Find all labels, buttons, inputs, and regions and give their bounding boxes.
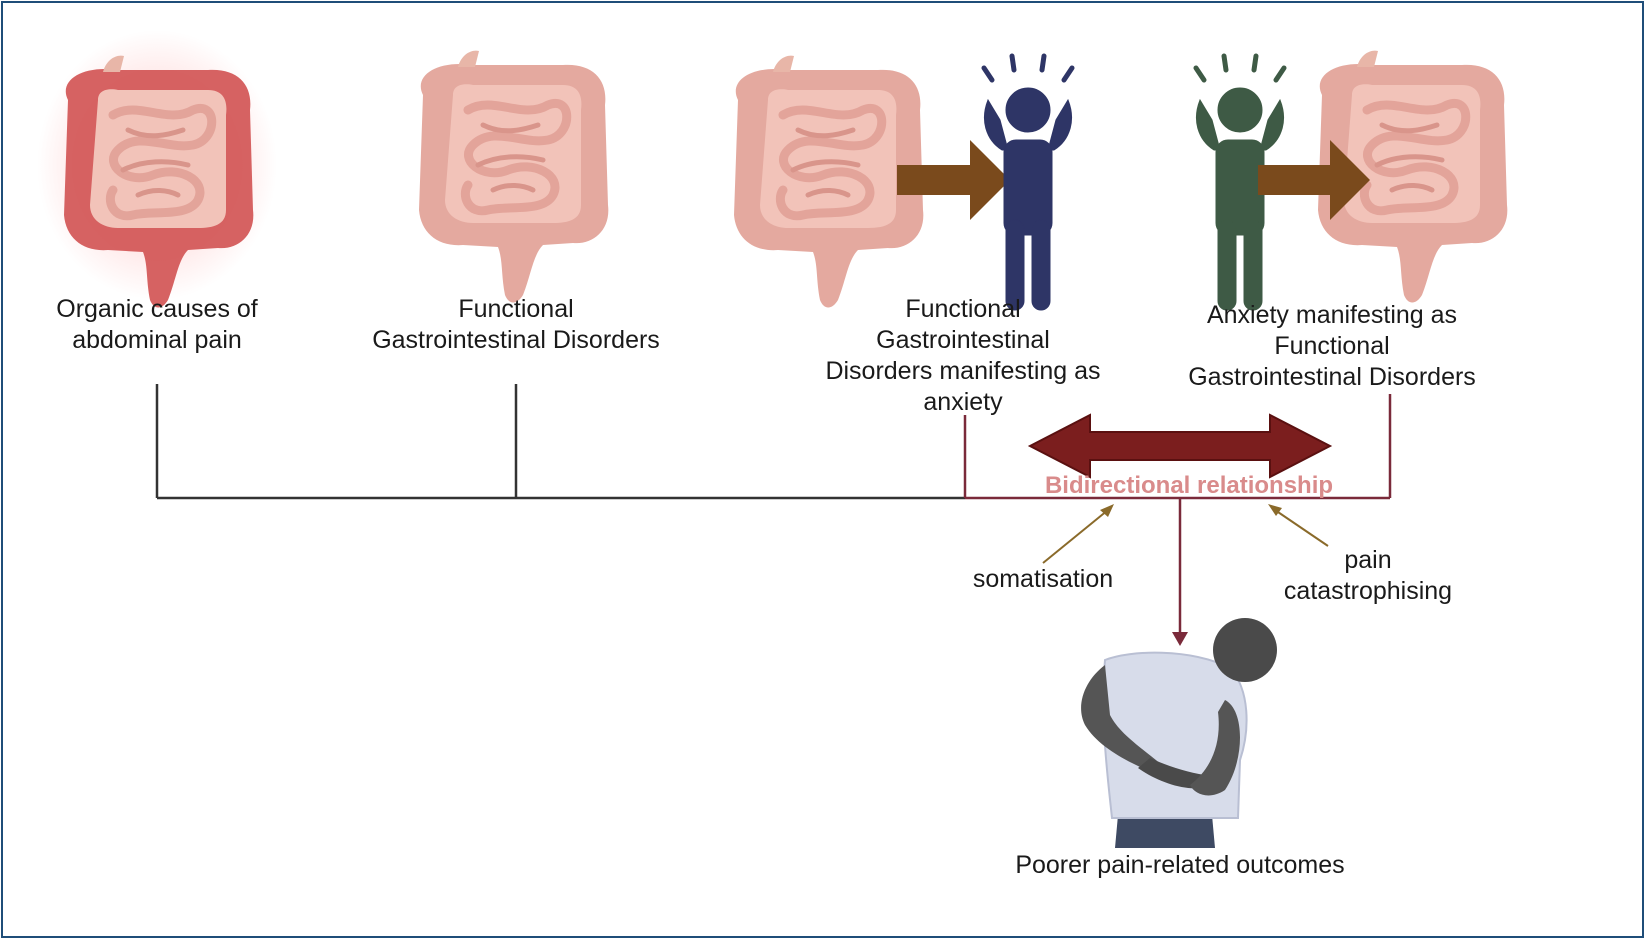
- pain-person-icon: [1081, 618, 1277, 848]
- timeline: [155, 384, 1392, 500]
- label-bidirectional-relationship: Bidirectional relationship: [1044, 472, 1334, 499]
- label-fgid: Functional Gastrointestinal Disorders: [372, 295, 660, 354]
- pain-catastrophising-pointer: [1268, 504, 1329, 547]
- brown-arrow-right-icon: [897, 140, 1010, 220]
- outcome-arrow: [1172, 498, 1188, 646]
- label-pain-catastrophising: pain catastrophising: [1283, 546, 1453, 605]
- label-poorer-outcomes: Poorer pain-related outcomes: [1015, 851, 1345, 879]
- label-anxiety-manifesting-fgid: Anxiety manifesting as Functional Gastro…: [1188, 301, 1476, 391]
- fgid-anxiety-intestine-icon: [734, 56, 923, 308]
- label-fgid-manifesting-anxiety: Functional Gastrointestinal Disorders ma…: [825, 295, 1101, 416]
- label-somatisation: somatisation: [972, 565, 1114, 593]
- functional-intestine-icon: [419, 51, 608, 303]
- double-arrow-icon: [1027, 413, 1333, 479]
- organic-intestine-icon: [37, 30, 277, 308]
- somatisation-pointer: [1042, 504, 1114, 564]
- label-organic-causes: Organic causes of abdominal pain: [56, 295, 258, 354]
- brown-arrow-right-icon: [1258, 140, 1370, 220]
